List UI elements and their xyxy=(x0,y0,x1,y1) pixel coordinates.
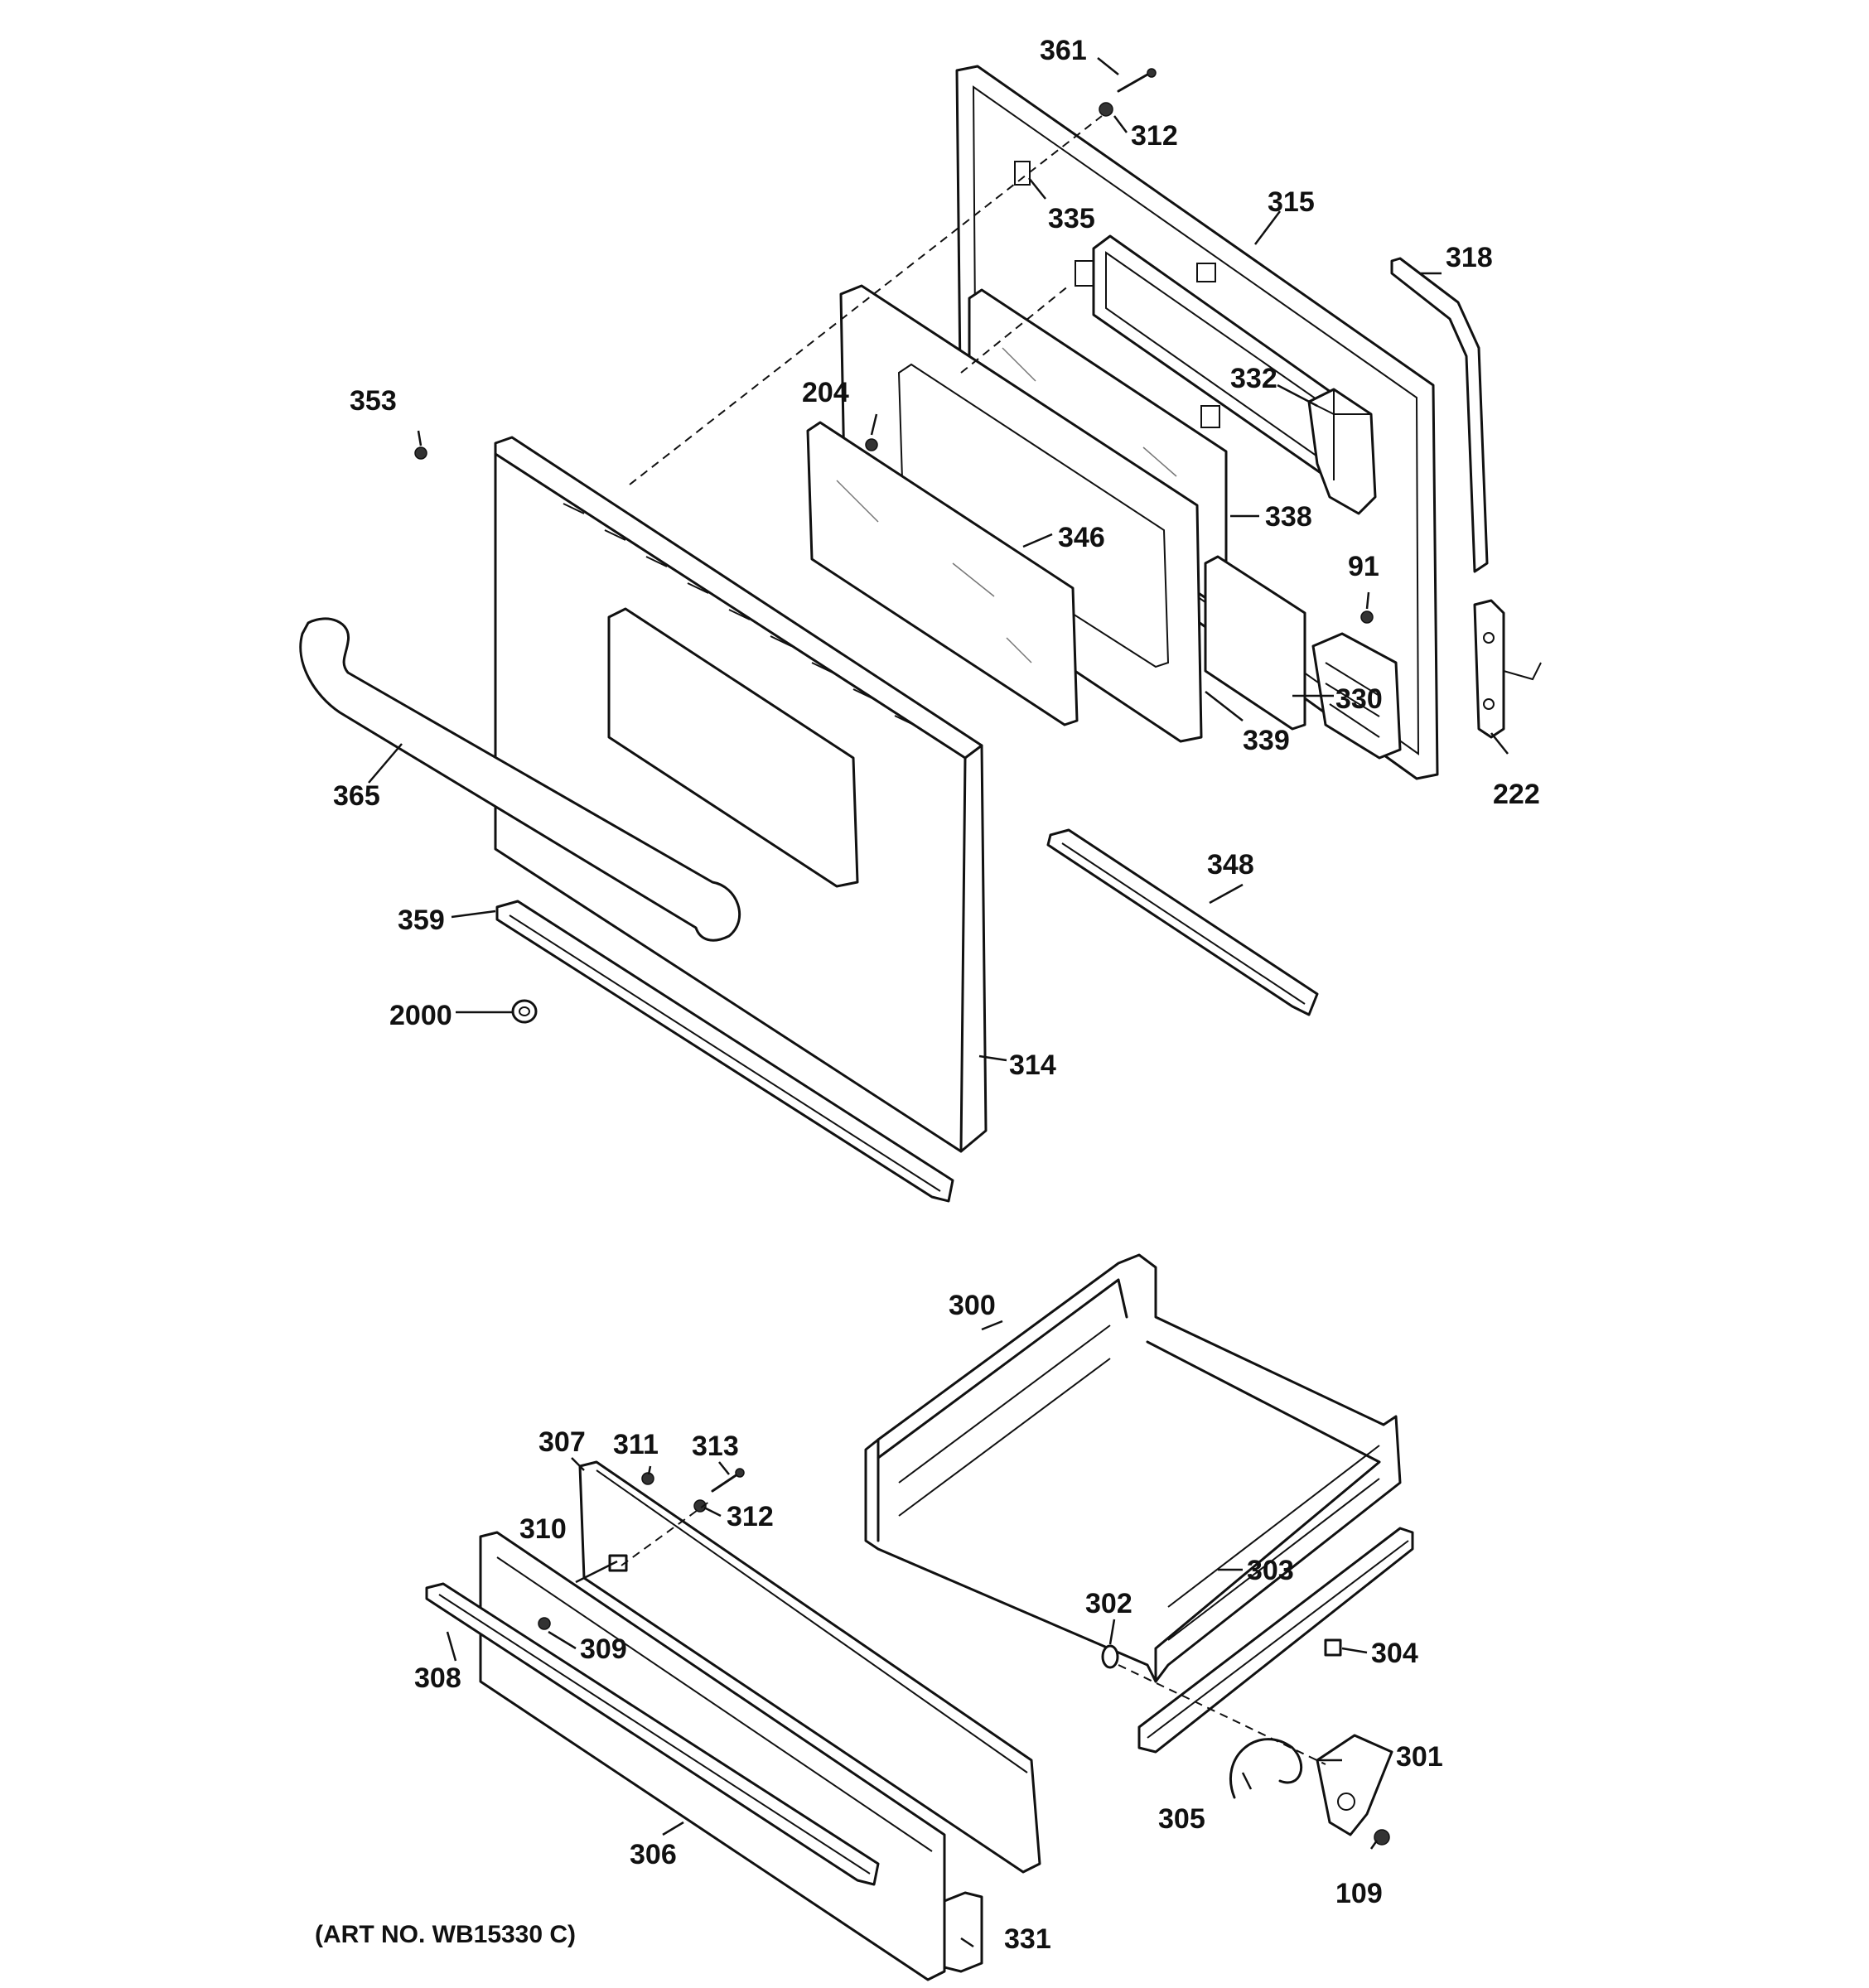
callout-335: 335 xyxy=(1048,203,1095,234)
drawer-body-300 xyxy=(864,1253,1402,1683)
callout-91: 91 xyxy=(1348,551,1379,582)
callout-330: 330 xyxy=(1335,683,1383,715)
bracket-310 xyxy=(608,1554,628,1572)
door-handle-365 xyxy=(299,617,741,942)
callout-313: 313 xyxy=(692,1431,739,1462)
door-gasket-318 xyxy=(1390,257,1489,573)
door-hinge-222 xyxy=(1473,599,1542,739)
window-frame-346 xyxy=(806,284,1203,743)
screw-353-hardware xyxy=(414,446,427,460)
callout-348: 348 xyxy=(1207,849,1254,881)
nut-311 xyxy=(641,1472,654,1485)
callout-222: 222 xyxy=(1493,779,1540,810)
door-vent-slots xyxy=(563,503,916,726)
callout-306: 306 xyxy=(630,1839,677,1870)
grommet-2000 xyxy=(511,999,538,1024)
hinge-channel-330 xyxy=(1311,632,1402,760)
callout-312: 312 xyxy=(1131,120,1178,152)
wire-305 xyxy=(1229,1738,1303,1799)
drawer-bracket-301 xyxy=(1316,1734,1393,1836)
door-bracket-348 xyxy=(1046,828,1319,1016)
callout-311: 311 xyxy=(613,1429,659,1460)
leader-lines xyxy=(368,57,1509,1948)
callout-309: 309 xyxy=(580,1633,627,1665)
callout-318: 318 xyxy=(1446,242,1493,273)
washer-312-hardware xyxy=(1099,102,1113,117)
callout-2000: 2000 xyxy=(389,1000,452,1031)
door-bottom-trim-359 xyxy=(495,900,954,1203)
screw-204-hardware xyxy=(865,438,878,451)
callout-361: 361 xyxy=(1040,35,1087,66)
callout-365: 365 xyxy=(333,780,380,812)
callout-301: 301 xyxy=(1396,1741,1443,1773)
callout-353: 353 xyxy=(350,385,397,417)
drawer-rail-303 xyxy=(1137,1527,1414,1754)
callout-304: 304 xyxy=(1371,1638,1418,1669)
callout-labels: 361 312 335 315 318 353 204 332 338 346 … xyxy=(333,35,1540,1955)
callout-314: 314 xyxy=(1009,1049,1056,1081)
outer-door-panel-314 xyxy=(494,436,988,1153)
callout-307: 307 xyxy=(538,1426,586,1458)
assembly-line-lower-2 xyxy=(1118,1664,1326,1765)
callout-204: 204 xyxy=(802,377,849,408)
callout-359: 359 xyxy=(398,905,445,936)
assembly-line-lower xyxy=(621,1498,713,1566)
clip-304 xyxy=(1324,1638,1342,1657)
screw-91-hardware xyxy=(1360,610,1374,624)
screw-361-hardware xyxy=(1117,68,1157,93)
callout-331: 331 xyxy=(1004,1923,1051,1955)
callout-303: 303 xyxy=(1247,1555,1294,1586)
callout-300: 300 xyxy=(949,1290,996,1321)
roller-302 xyxy=(1101,1644,1119,1669)
callout-302: 302 xyxy=(1085,1588,1133,1619)
callout-109: 109 xyxy=(1335,1878,1383,1909)
drawer-trim-308 xyxy=(425,1582,880,1886)
callout-308: 308 xyxy=(414,1662,461,1694)
callout-332: 332 xyxy=(1230,363,1277,394)
bracket-331 xyxy=(943,1891,983,1973)
callout-346: 346 xyxy=(1058,522,1105,553)
callout-305: 305 xyxy=(1158,1803,1205,1835)
callout-338: 338 xyxy=(1265,501,1312,533)
callout-339: 339 xyxy=(1243,725,1290,756)
callout-310: 310 xyxy=(519,1513,567,1545)
washer-312b-hardware xyxy=(693,1499,707,1513)
callout-315: 315 xyxy=(1268,186,1315,218)
door-glass-339 xyxy=(1204,555,1306,731)
assembly-line-upper xyxy=(629,115,1103,485)
assembly-line-upper-2 xyxy=(960,285,1070,374)
art-number: (ART NO. WB15330 C) xyxy=(315,1921,576,1948)
screw-313 xyxy=(711,1468,745,1493)
callout-312b: 312 xyxy=(727,1501,774,1532)
nut-109 xyxy=(1374,1829,1390,1846)
